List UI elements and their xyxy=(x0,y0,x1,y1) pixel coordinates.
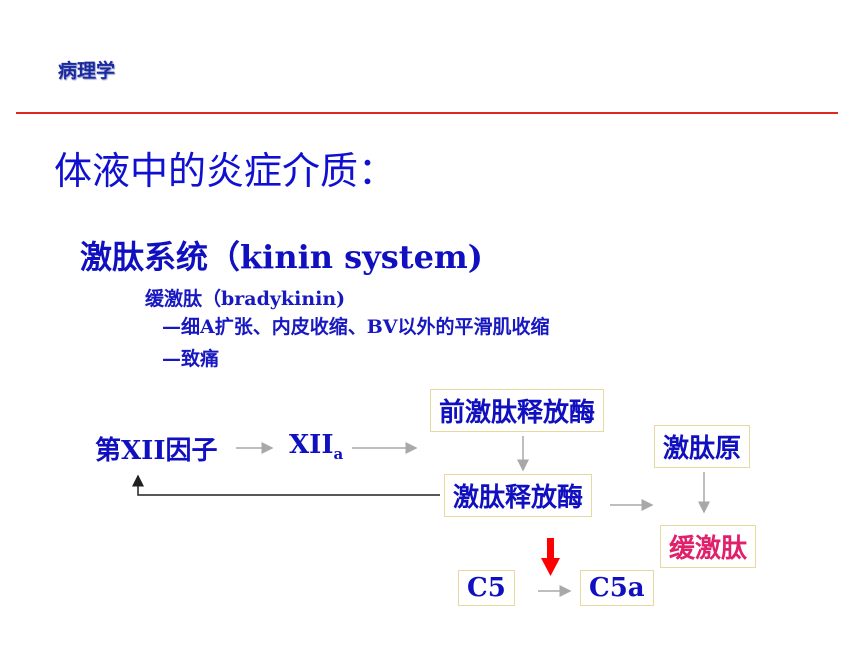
course-header: 病理学 xyxy=(58,60,116,82)
bullet-effect-pain: —致痛 xyxy=(162,348,220,370)
factor-xiia-subscript: a xyxy=(333,445,344,464)
header-divider xyxy=(16,112,838,114)
slide-subtitle: 激肽系统（kinin system) xyxy=(80,238,483,276)
c5-box: C5 xyxy=(458,570,515,606)
bullet-effect-vasodilation: —细A扩张、内皮收缩、BV以外的平滑肌收缩 xyxy=(162,316,550,338)
prekallikrein-box: 前激肽释放酶 xyxy=(430,389,605,432)
red-down-arrow-icon xyxy=(541,538,560,576)
factor-xii-label: 第XII因子 xyxy=(95,436,218,466)
bradykinin-box: 缓激肽 xyxy=(660,525,757,568)
factor-xiia-label: XIIa xyxy=(289,430,343,463)
kallikrein-box: 激肽释放酶 xyxy=(444,474,593,517)
kininogen-box: 激肽原 xyxy=(654,425,751,468)
factor-xiia-main: XII xyxy=(289,430,334,460)
arrow-feedback-to-factor12 xyxy=(132,474,440,496)
slide-title: 体液中的炎症介质： xyxy=(54,149,397,193)
c5a-box: C5a xyxy=(580,570,654,606)
bullet-bradykinin: 缓激肽（bradykinin) xyxy=(145,288,346,310)
